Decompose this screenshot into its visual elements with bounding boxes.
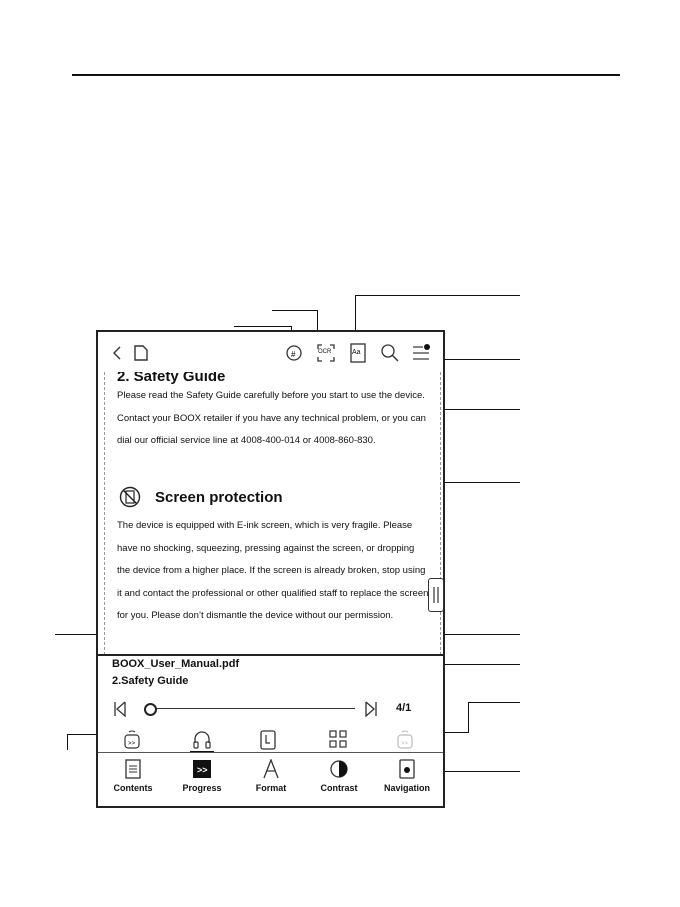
callout-line <box>390 409 520 410</box>
progress-subtools: >> >> <box>98 725 443 755</box>
format-icon <box>263 759 279 779</box>
tab-label: Contents <box>113 783 153 793</box>
page-jump-icon[interactable] <box>258 729 278 756</box>
device-screen: # OCR Aa 2. Safety Guide Please read the… <box>96 330 445 808</box>
callout-line <box>432 359 520 360</box>
progress-slider-track[interactable] <box>150 708 355 709</box>
contrast-icon <box>330 760 348 778</box>
reading-area[interactable]: 2. Safety Guide Please read the Safety G… <box>104 372 441 655</box>
tab-navigation[interactable]: Navigation <box>372 759 442 793</box>
screen-protection-icon <box>119 486 141 508</box>
tab-label: Navigation <box>383 783 430 793</box>
heading-screen-protection: Screen protection <box>155 489 283 506</box>
progress-slider-thumb[interactable] <box>144 703 157 716</box>
callout-line <box>468 702 520 703</box>
tab-contrast[interactable]: Contrast <box>304 759 374 793</box>
progress-row: 4/1 <box>98 694 443 724</box>
tab-contents[interactable]: Contents <box>98 759 168 793</box>
progress-icon: >> <box>193 760 211 778</box>
svg-text:>>: >> <box>197 765 208 775</box>
svg-text:>>: >> <box>401 741 409 747</box>
tab-format[interactable]: Format <box>236 759 306 793</box>
info-divider <box>98 654 443 656</box>
tab-label: Progress <box>182 783 222 793</box>
bookmark-icon[interactable] <box>130 342 152 364</box>
search-icon[interactable] <box>379 342 401 364</box>
reader-toolbar: # OCR Aa <box>98 332 443 372</box>
dictionary-label: Aa <box>352 349 361 356</box>
ocr-icon[interactable]: OCR <box>315 342 337 364</box>
page-indicator: 4/1 <box>396 702 412 714</box>
callout-line <box>355 295 520 296</box>
thumbnail-grid-icon[interactable] <box>328 729 348 754</box>
callout-line <box>355 295 356 343</box>
back-icon[interactable] <box>106 342 128 364</box>
navigation-icon <box>399 759 415 779</box>
callout-line <box>234 326 292 327</box>
callout-line <box>468 702 469 732</box>
bottom-tab-bar: Contents >> Progress Format Contrast Nav… <box>98 752 443 809</box>
tab-label: Format <box>255 783 287 793</box>
tab-progress[interactable]: >> Progress <box>167 759 237 793</box>
auto-page-icon[interactable]: >> <box>122 729 142 756</box>
tts-icon[interactable]: # <box>283 342 305 364</box>
section-heading: 2. Safety Guide <box>117 372 226 385</box>
document-filename: BOOX_User_Manual.pdf <box>112 658 240 670</box>
callout-line <box>317 310 318 342</box>
callout-line <box>272 310 318 311</box>
svg-text:#: # <box>291 350 296 359</box>
paragraph-screen-protection: The device is equipped with E-ink screen… <box>117 520 429 621</box>
paragraph-safety-guide: Please read the Safety Guide carefully b… <box>117 390 426 446</box>
svg-text:>>: >> <box>128 741 136 747</box>
side-drag-handle[interactable] <box>428 578 444 612</box>
last-page-icon[interactable] <box>363 699 379 724</box>
ocr-label: OCR <box>318 349 332 355</box>
tab-label: Contrast <box>320 783 358 793</box>
callout-line <box>67 734 68 750</box>
dictionary-icon[interactable]: Aa <box>347 342 369 364</box>
header-rule <box>72 74 620 76</box>
menu-icon[interactable] <box>410 342 432 364</box>
chapter-title: 2.Safety Guide <box>112 675 189 687</box>
first-page-icon[interactable] <box>112 699 128 724</box>
contents-icon <box>125 759 141 779</box>
auto-page-disabled-icon: >> <box>395 729 415 756</box>
